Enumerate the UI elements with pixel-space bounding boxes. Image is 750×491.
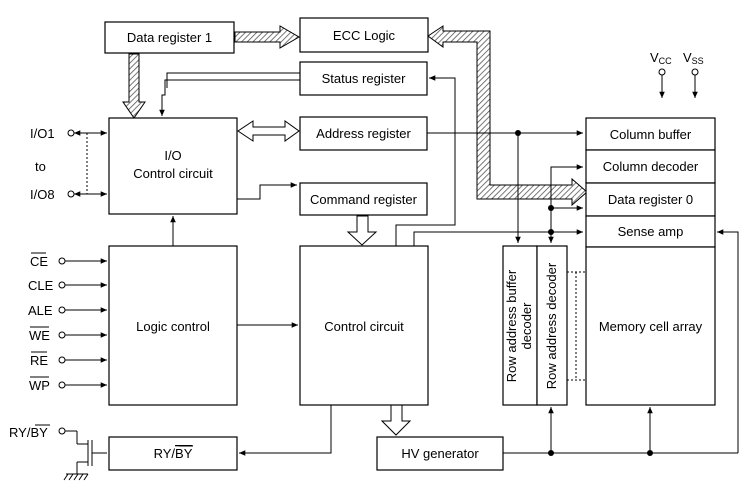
control-pins: CE CLE ALE WE RE WP — [28, 252, 107, 393]
pin-ale-label: ALE — [28, 303, 53, 318]
row-address-decoder-block: Row address decoder — [536, 245, 568, 406]
hatched-arrow-dr1-to-io — [122, 53, 146, 119]
io-pins: I/O1 to I/O8 — [30, 126, 107, 202]
hv-generator-label: HV generator — [401, 446, 479, 461]
pin-wp-label: WP — [29, 378, 50, 393]
ecc-logic-label: ECC Logic — [333, 28, 396, 43]
memory-cell-array-block: Memory cell array — [585, 246, 716, 406]
control-circuit-label: Control circuit — [324, 319, 404, 334]
status-register-block: Status register — [299, 61, 428, 96]
column-decoder-block: Column decoder — [585, 149, 716, 184]
control-circuit-block: Control circuit — [299, 245, 429, 406]
ry-by-block: RY/BY — [108, 436, 238, 471]
row-address-buffer-label-line2: decoder — [519, 302, 534, 350]
vcc-label: VCC — [650, 50, 672, 66]
io-control-label-line1: I/O — [164, 148, 181, 163]
vss-label: VSS — [683, 50, 704, 66]
pin-io8-label: I/O8 — [30, 187, 55, 202]
line-io-to-command — [237, 182, 297, 200]
status-register-label: Status register — [322, 71, 406, 86]
line-control-to-status — [395, 75, 456, 246]
pin-re-label: RE — [30, 353, 48, 368]
line-hv-to-sense-amp — [717, 229, 739, 453]
outline-arrow-cmd-to-ctrl — [346, 215, 378, 246]
line-control-to-ryby — [239, 405, 332, 456]
logic-control-label: Logic control — [136, 319, 210, 334]
column-buffer-block: Column buffer — [585, 117, 716, 151]
data-register-1-block: Data register 1 — [104, 21, 235, 54]
pin-io1-label: I/O1 — [30, 126, 55, 141]
column-buffer-label: Column buffer — [610, 127, 692, 142]
line-status-to-io-branch — [166, 72, 300, 88]
sense-amp-block: Sense amp — [585, 215, 716, 248]
io-control-block: I/O Control circuit — [108, 117, 238, 215]
command-register-block: Command register — [299, 182, 428, 216]
pin-to-label: to — [35, 159, 46, 174]
command-register-label: Command register — [310, 192, 418, 207]
line-control-to-sense-amp — [413, 229, 583, 246]
hv-generator-block: HV generator — [376, 436, 504, 471]
ry-by-output-pin: RY/BY — [9, 424, 107, 481]
row-address-decoder-label: Row address decoder — [544, 262, 559, 389]
pin-ce-label: CE — [30, 254, 48, 269]
outline-arrow-ctrl-to-hv — [380, 404, 412, 436]
io-control-label-line2: Control circuit — [133, 166, 213, 181]
address-register-block: Address register — [299, 116, 428, 151]
ecc-logic-block: ECC Logic — [299, 17, 429, 53]
row-address-buffer-block: Row address buffer decoder — [502, 245, 538, 406]
ry-by-block-label: RY/BY — [154, 446, 193, 461]
power-pins: VCC VSS — [650, 50, 704, 98]
address-register-label: Address register — [316, 126, 411, 141]
pin-ry-by-label: RY/BY — [9, 425, 48, 440]
row-address-buffer-label-line1: Row address buffer — [504, 269, 519, 382]
hatched-arrow-ecc-to-dr0 — [427, 25, 588, 207]
pin-cle-label: CLE — [28, 278, 54, 293]
line-status-to-io — [159, 79, 300, 116]
data-register-1-label: Data register 1 — [127, 30, 212, 45]
pin-we-label: WE — [29, 328, 50, 343]
hatched-arrow-dr1-to-ecc — [234, 25, 300, 49]
sense-amp-label: Sense amp — [618, 224, 684, 239]
data-register-0-block: Data register 0 — [585, 182, 716, 217]
column-decoder-label: Column decoder — [603, 159, 699, 174]
logic-control-block: Logic control — [108, 245, 238, 406]
outline-arrow-io-address — [237, 120, 300, 142]
data-register-0-label: Data register 0 — [608, 192, 693, 207]
memory-cell-array-label: Memory cell array — [599, 319, 703, 334]
